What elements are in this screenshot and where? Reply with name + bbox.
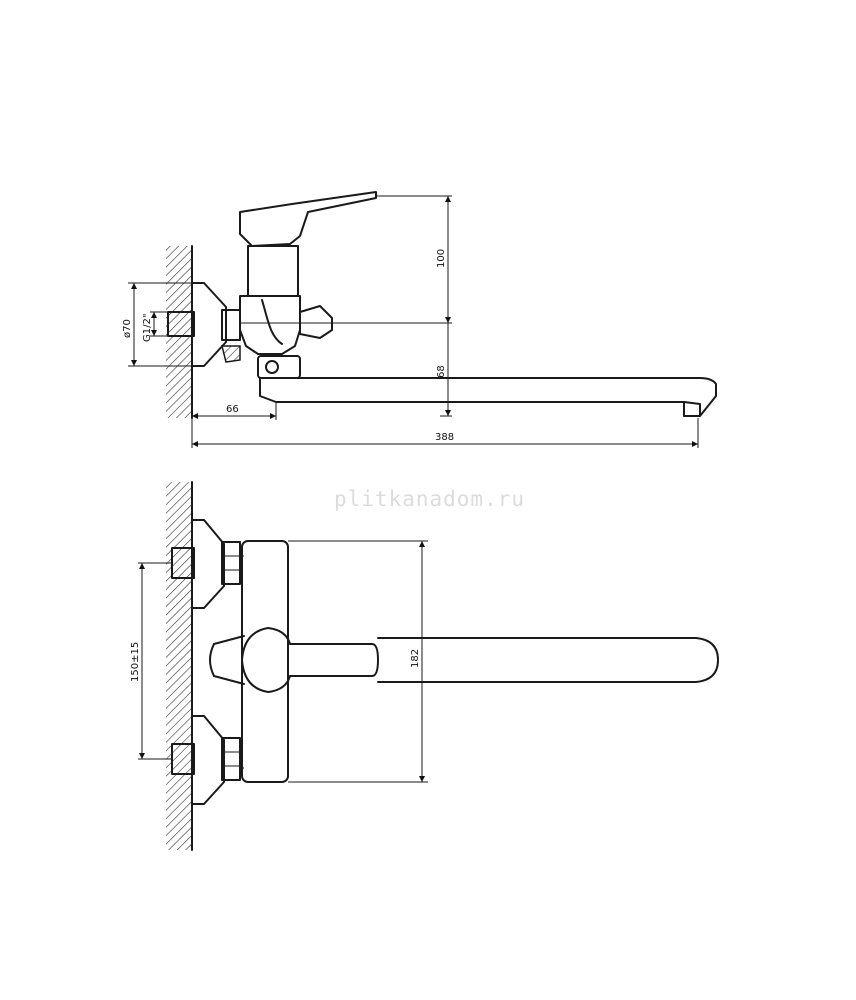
side-escutcheon xyxy=(191,282,227,367)
side-flow-curve xyxy=(261,299,283,345)
front-view: 150±15 182 xyxy=(130,481,719,851)
front-wall-hatch xyxy=(166,482,192,850)
side-handle xyxy=(239,191,377,247)
dim-center-distance: 150±15 xyxy=(130,642,141,682)
side-swivel-circle xyxy=(265,360,279,374)
side-aerator xyxy=(683,401,701,417)
front-upper-nut xyxy=(221,541,241,585)
side-wall-hatch xyxy=(166,246,192,418)
front-handle xyxy=(209,635,245,685)
watermark-text: plitkanadom.ru xyxy=(334,487,525,511)
front-body xyxy=(241,540,289,783)
dim-height-total: 100 xyxy=(436,249,447,268)
side-view: 388 66 100 68 ø70 G1/2" xyxy=(122,191,717,448)
dim-spout-total: 388 xyxy=(435,432,454,443)
side-lower-body xyxy=(239,295,301,355)
dim-spout-height: 68 xyxy=(436,365,447,378)
front-handle-cap xyxy=(241,627,379,693)
side-pipe-stub xyxy=(167,311,195,337)
dim-body-height: 182 xyxy=(410,649,421,668)
front-spout xyxy=(377,637,719,683)
side-connector xyxy=(221,345,241,363)
front-upper-escutcheon xyxy=(191,519,225,609)
front-lower-nut xyxy=(221,737,241,781)
side-nut xyxy=(221,309,241,341)
side-diverter-knob xyxy=(299,305,333,339)
side-body xyxy=(247,245,299,297)
front-lower-escutcheon xyxy=(191,715,225,805)
side-spout xyxy=(259,377,717,417)
dim-wall-offset: 66 xyxy=(226,404,239,415)
dim-escutcheon-diameter: ø70 xyxy=(122,319,133,338)
dim-thread: G1/2" xyxy=(142,314,153,342)
